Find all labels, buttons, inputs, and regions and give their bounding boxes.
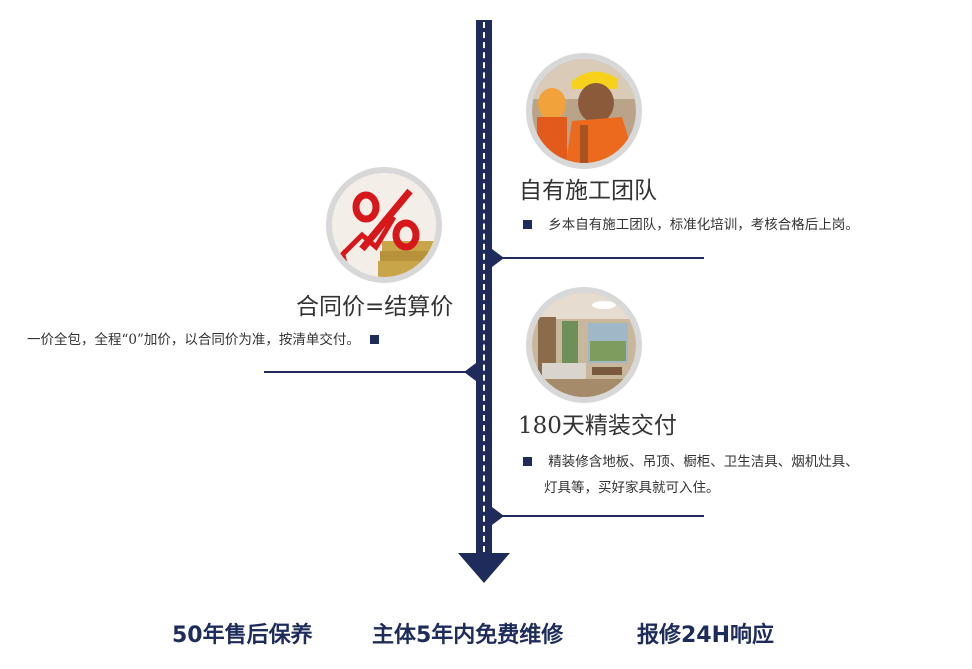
item-desc-contract-price: 一价全包，全程“0”加价，以合同价为准，按清单交付。 <box>27 327 380 353</box>
connector-arrow-icon <box>464 363 476 381</box>
guarantee-after-sales: 50年售后保养 <box>172 623 313 648</box>
bullet-square-icon <box>523 220 532 229</box>
interior-room-photo <box>526 287 642 403</box>
guarantee-24h-response: 报修24H响应 <box>637 623 775 648</box>
guarantee-bar: 50年售后保养 主体5年内免费维修 报修24H响应 <box>0 617 972 649</box>
construction-worker-photo <box>526 53 642 169</box>
item-title-delivery: 180天精装交付 <box>518 413 677 439</box>
bullet-square-icon <box>370 335 380 344</box>
connector-line <box>264 371 466 373</box>
bullet-square-icon <box>523 457 532 466</box>
percent-coins-photo <box>326 167 442 283</box>
desc-line: 一价全包，全程“0”加价，以合同价为准，按清单交付。 <box>27 332 360 348</box>
item-title-contract-price: 合同价=结算价 <box>296 294 454 320</box>
desc-line: 乡本自有施工团队，标准化培训，考核合格后上岗。 <box>548 217 859 233</box>
desc-line: 精装修含地板、吊顶、橱柜、卫生洁具、烟机灶具、 <box>548 454 859 470</box>
item-desc-own-team: 乡本自有施工团队，标准化培训，考核合格后上岗。 <box>523 212 859 238</box>
connector-line <box>492 257 704 259</box>
item-title-own-team: 自有施工团队 <box>519 178 657 204</box>
timeline-dashed-line <box>483 22 485 552</box>
timeline-arrow-down-icon <box>458 553 510 583</box>
guarantee-free-repair: 主体5年内免费维修 <box>372 623 564 648</box>
item-desc-delivery: 精装修含地板、吊顶、橱柜、卫生洁具、烟机灶具、 灯具等，买好家具就可入住。 <box>523 449 859 501</box>
connector-line <box>492 515 704 517</box>
desc-line: 灯具等，买好家具就可入住。 <box>544 480 720 496</box>
